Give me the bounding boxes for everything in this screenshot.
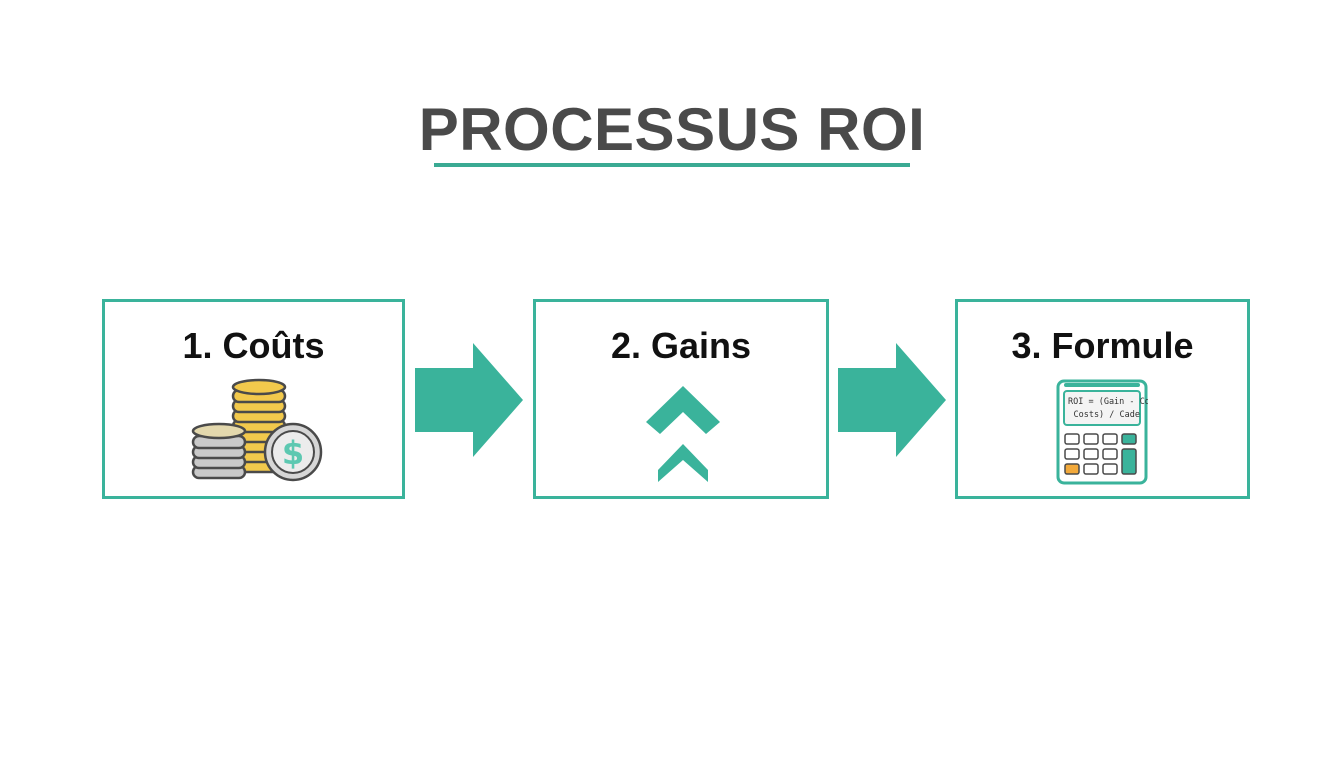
calculator-icon: ROI = (Gain - Costs Costs) / Cade	[1056, 379, 1148, 485]
step-box-formula: 3. Formule ROI = (Gain - Costs Costs) / …	[955, 299, 1250, 499]
step-box-costs: 1. Coûts	[102, 299, 405, 499]
step-label-formula: 3. Formule	[1011, 325, 1194, 366]
step-label-gains: 2. Gains	[610, 325, 752, 366]
arrow-right-icon	[838, 343, 946, 457]
calculator-formula-line2: Costs) / Cade	[1073, 410, 1140, 420]
svg-text:$: $	[282, 434, 304, 472]
step-box-gains: 2. Gains	[533, 299, 829, 499]
page-title: PROCESSUS ROI	[418, 96, 926, 163]
double-chevron-up-icon	[646, 386, 720, 482]
coins-icon: $	[191, 378, 323, 482]
arrow-right-icon	[415, 343, 523, 457]
step-label-costs: 1. Coûts	[182, 325, 325, 366]
calculator-formula-line1: ROI = (Gain - Costs	[1068, 397, 1148, 407]
title-underline	[434, 163, 910, 167]
